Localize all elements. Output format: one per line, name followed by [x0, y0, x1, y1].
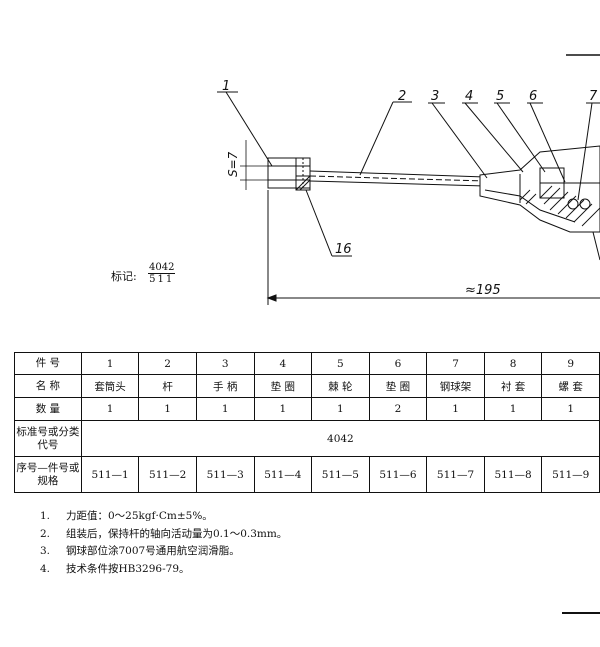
mark-fraction: 4042 511: [148, 262, 176, 285]
note-item: 2. 组装后，保持杆的轴向活动量为0.1～0.3mm。: [40, 526, 287, 544]
row-part-number: 件 号 1 2 3 4 5 6 7 8 9: [14, 352, 600, 375]
note-number: 1.: [40, 510, 51, 522]
cell-qty: 1: [311, 397, 370, 421]
cell-part-no: 1: [80, 352, 140, 375]
frame-line: [562, 612, 600, 614]
cell-name: 钢球架: [426, 374, 485, 398]
cell-qty: 1: [426, 397, 485, 421]
cell-seq-spec: 511—9: [541, 456, 600, 493]
part-label-6: 6: [529, 89, 537, 104]
note-text: 钢球部位涂7007号通用航空润滑脂。: [66, 545, 240, 557]
cell-part-no: 7: [426, 352, 485, 375]
part-label-16: 16: [335, 242, 352, 257]
socket-head-shape: [267, 157, 311, 189]
cell-qty: 1: [195, 397, 255, 421]
header-quantity: 数 量: [14, 397, 82, 421]
cell-qty: 2: [368, 397, 428, 421]
cell-seq-spec: 511—8: [483, 456, 543, 493]
cell-qty: 1: [253, 397, 313, 421]
cell-part-no: 5: [311, 352, 370, 375]
cell-seq-spec: 511—7: [426, 456, 485, 493]
note-item: 1. 力距值：0～25kgf·Cm±5%。: [40, 508, 287, 526]
cell-part-no: 2: [138, 352, 197, 375]
header-part-number: 件 号: [14, 352, 82, 375]
cell-part-no: 9: [541, 352, 600, 375]
note-text: 力距值：0～25kgf·Cm±5%。: [66, 510, 213, 522]
part-label-2: 2: [398, 89, 406, 104]
part-label-5: 5: [496, 89, 504, 104]
cell-seq-spec: 511—6: [368, 456, 428, 493]
note-item: 3. 钢球部位涂7007号通用航空润滑脂。: [40, 543, 287, 561]
note-text: 技术条件按HB3296-79。: [66, 562, 190, 575]
cell-seq-spec: 511—4: [253, 456, 313, 493]
cell-name: 衬 套: [483, 374, 543, 398]
dimension-s7: S=7: [226, 151, 240, 177]
cell-name: 手 柄: [195, 374, 255, 398]
cell-part-no: 8: [483, 352, 543, 375]
row-sequence-spec: 序号—件号或规格 511—1 511—2 511—3 511—4 511—5 5…: [14, 456, 600, 493]
dimension-length: ≈195: [465, 283, 501, 298]
cell-part-no: 6: [368, 352, 428, 375]
assembly-drawing: 1 2 3 4 5 6 7 16 S=7 ≈195: [217, 54, 600, 305]
cell-qty: 1: [541, 397, 600, 421]
part-label-7: 7: [589, 89, 598, 104]
note-number: 4.: [40, 562, 51, 575]
note-text: 组装后，保持杆的轴向活动量为0.1～0.3mm。: [66, 527, 288, 540]
header-sequence-spec: 序号—件号或规格: [14, 456, 82, 493]
cell-seq-spec: 511—5: [311, 456, 370, 493]
part-label-3: 3: [431, 89, 439, 104]
cell-standard-code: 4042: [80, 420, 600, 457]
cell-qty: 1: [138, 397, 197, 421]
cell-seq-spec: 511—1: [80, 456, 140, 493]
part-label-4: 4: [465, 89, 473, 104]
row-standard-code: 标准号或分类代号 4042: [14, 420, 600, 457]
row-name: 名 称 套筒头 杆 手 柄 垫 圈 棘 轮 垫 圈 钢球架 衬 套 螺 套: [14, 374, 600, 398]
row-quantity: 数 量 1 1 1 1 1 2 1 1 1: [14, 397, 600, 421]
cell-name: 螺 套: [541, 374, 600, 398]
cell-qty: 1: [483, 397, 543, 421]
cell-qty: 1: [80, 397, 140, 421]
cell-name: 垫 圈: [253, 374, 313, 398]
mark-denominator: 511: [149, 274, 175, 285]
parts-list-table: 件 号 1 2 3 4 5 6 7 8 9 名 称 套筒头 杆 手 柄 垫 圈 …: [14, 352, 600, 493]
cell-part-no: 3: [195, 352, 255, 375]
note-item: 4. 技术条件按HB3296-79。: [40, 561, 287, 579]
mark-numerator: 4042: [148, 262, 176, 274]
cell-name: 棘 轮: [311, 374, 370, 398]
cell-seq-spec: 511—2: [138, 456, 197, 493]
cell-name: 垫 圈: [368, 374, 428, 398]
technical-notes: 1. 力距值：0～25kgf·Cm±5%。 2. 组装后，保持杆的轴向活动量为0.1…: [40, 508, 287, 578]
cell-name: 套筒头: [80, 374, 140, 398]
cell-seq-spec: 511—3: [195, 456, 255, 493]
mark-label: 标记:: [111, 270, 137, 283]
note-number: 3.: [40, 545, 51, 557]
header-standard-code: 标准号或分类代号: [14, 420, 82, 457]
part-label-1: 1: [222, 79, 230, 94]
cell-name: 杆: [138, 374, 197, 398]
note-number: 2.: [40, 527, 51, 540]
header-name: 名 称: [14, 374, 82, 398]
cell-part-no: 4: [253, 352, 313, 375]
